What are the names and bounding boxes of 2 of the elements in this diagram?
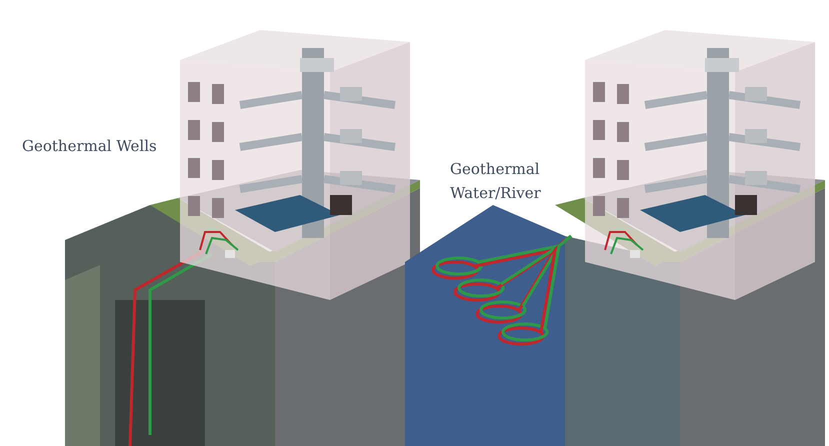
scene-label: Geothermal Wells [22,136,158,157]
scene-label: Geothermal Water/River [450,159,542,204]
